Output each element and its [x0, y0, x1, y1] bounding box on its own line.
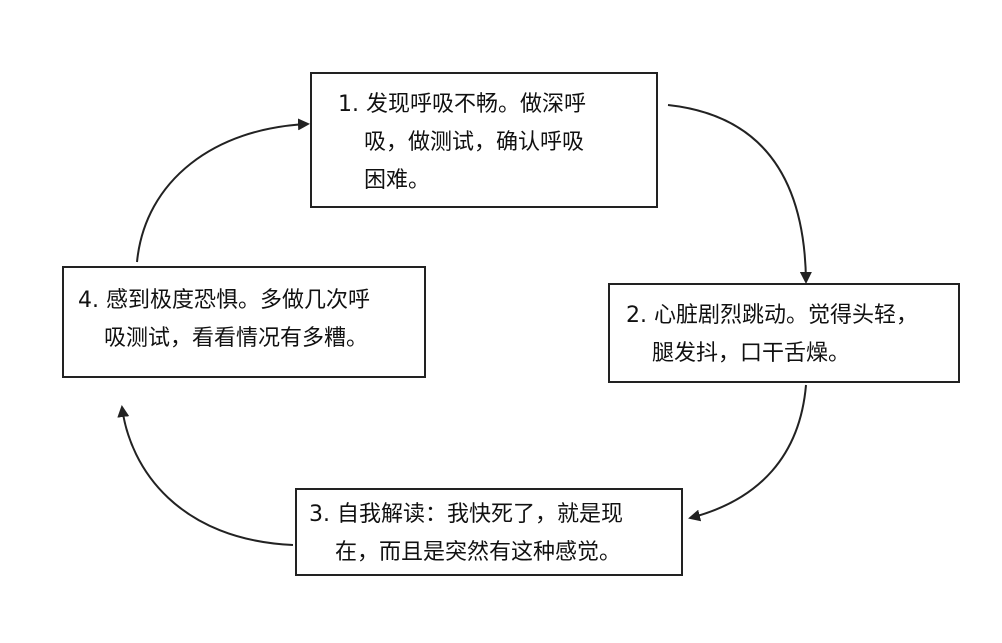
arrow-step2-to-step3: [688, 384, 807, 522]
arrow-step1-to-step2: [667, 104, 812, 284]
step-1-line-1: 1. 发现呼吸不畅。做深呼: [338, 92, 586, 117]
step-1-line-2: 吸，做测试，确认呼吸: [364, 130, 585, 155]
step-box-2: 2. 心脏剧烈跳动。觉得头轻， 腿发抖，口干舌燥。: [608, 283, 960, 383]
step-box-1: 1. 发现呼吸不畅。做深呼 吸，做测试，确认呼吸 困难。: [310, 72, 658, 208]
step-3-line-1: 3. 自我解读：我快死了，就是现: [309, 502, 623, 527]
step-3-line-2: 在，而且是突然有这种感觉。: [335, 540, 622, 565]
step-1-line-3: 困难。: [364, 168, 431, 193]
step-4-line-1: 4. 感到极度恐惧。多做几次呼: [78, 288, 370, 313]
step-box-4: 4. 感到极度恐惧。多做几次呼 吸测试，看看情况有多糟。: [62, 266, 426, 378]
arrow-step4-to-step1: [136, 118, 310, 263]
step-box-3: 3. 自我解读：我快死了，就是现 在，而且是突然有这种感觉。: [295, 488, 683, 576]
arrow-step3-to-step4: [117, 405, 294, 546]
step-2-line-2: 腿发抖，口干舌燥。: [652, 341, 851, 366]
step-2-line-1: 2. 心脏剧烈跳动。觉得头轻，: [626, 303, 918, 328]
step-4-line-2: 吸测试，看看情况有多糟。: [104, 326, 369, 351]
